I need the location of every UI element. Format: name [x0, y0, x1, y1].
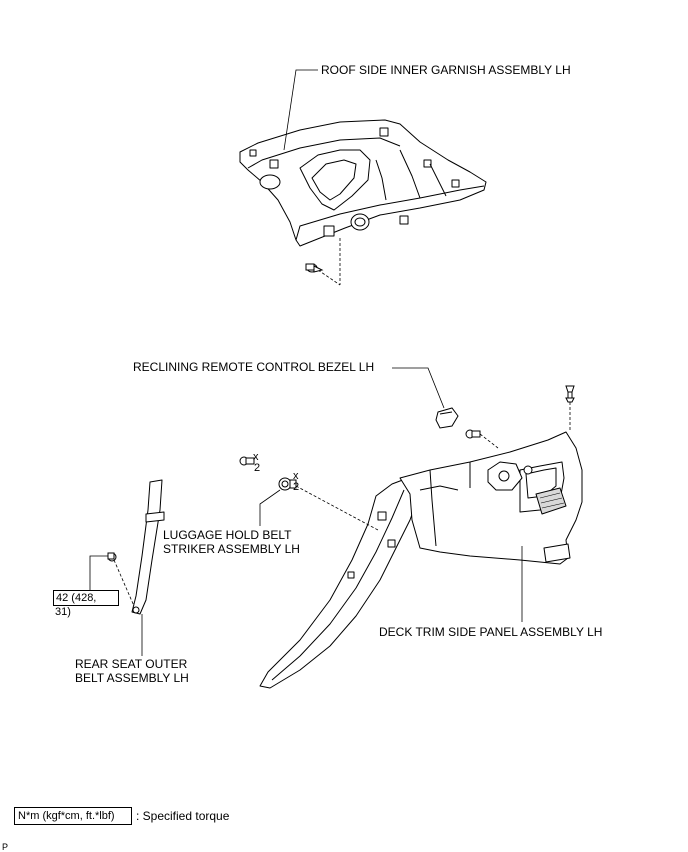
- reclining-bezel-label: RECLINING REMOTE CONTROL BEZEL LH: [133, 360, 375, 374]
- luggage-label-line2: STRIKER ASSEMBLY LH: [163, 542, 300, 556]
- bolt-qty-x: x: [253, 451, 259, 463]
- legend-box-text: N*m (kgf*cm, ft.*lbf): [18, 810, 115, 822]
- torque-value-line1: 42 (428,: [56, 592, 97, 604]
- rear-seat-outer-belt: [131, 479, 165, 615]
- luggage-striker-leader: [259, 489, 281, 526]
- legend-description: : Specified torque: [136, 809, 230, 823]
- deck-trim-bolt: [465, 429, 481, 439]
- rear-belt-label-line2: BELT ASSEMBLY LH: [75, 671, 189, 685]
- torque-value-line2: 31): [55, 606, 71, 618]
- roof-garnish-leader: [283, 69, 318, 151]
- roof-garnish-label: ROOF SIDE INNER GARNISH ASSEMBLY LH: [321, 63, 571, 77]
- deck-trim-side-panel: [259, 431, 583, 689]
- garnish-clip: [305, 263, 324, 273]
- torque-leader: [89, 555, 108, 590]
- deck-trim-top-clip: [565, 385, 575, 403]
- corner-mark: P: [2, 842, 9, 852]
- reclining-bezel-leader: [392, 367, 445, 409]
- legend-torque-box: N*m (kgf*cm, ft.*lbf): [14, 807, 132, 825]
- luggage-label-line1: LUGGAGE HOLD BELT: [163, 528, 292, 542]
- nut-qty-x: x: [293, 470, 299, 482]
- roof-side-inner-garnish: [239, 119, 487, 247]
- luggage-belt-bolt: [239, 456, 255, 466]
- rear-belt-label-line1: REAR SEAT OUTER: [75, 657, 188, 671]
- deck-trim-label: DECK TRIM SIDE PANEL ASSEMBLY LH: [379, 625, 603, 639]
- reclining-bezel: [435, 407, 459, 429]
- nut-qty-count: 2: [293, 481, 300, 493]
- luggage-belt-nut: [278, 477, 297, 491]
- bolt-qty-count: 2: [254, 462, 261, 474]
- belt-anchor-bolt: [107, 552, 117, 562]
- torque-value-box: 42 (428,: [53, 590, 119, 606]
